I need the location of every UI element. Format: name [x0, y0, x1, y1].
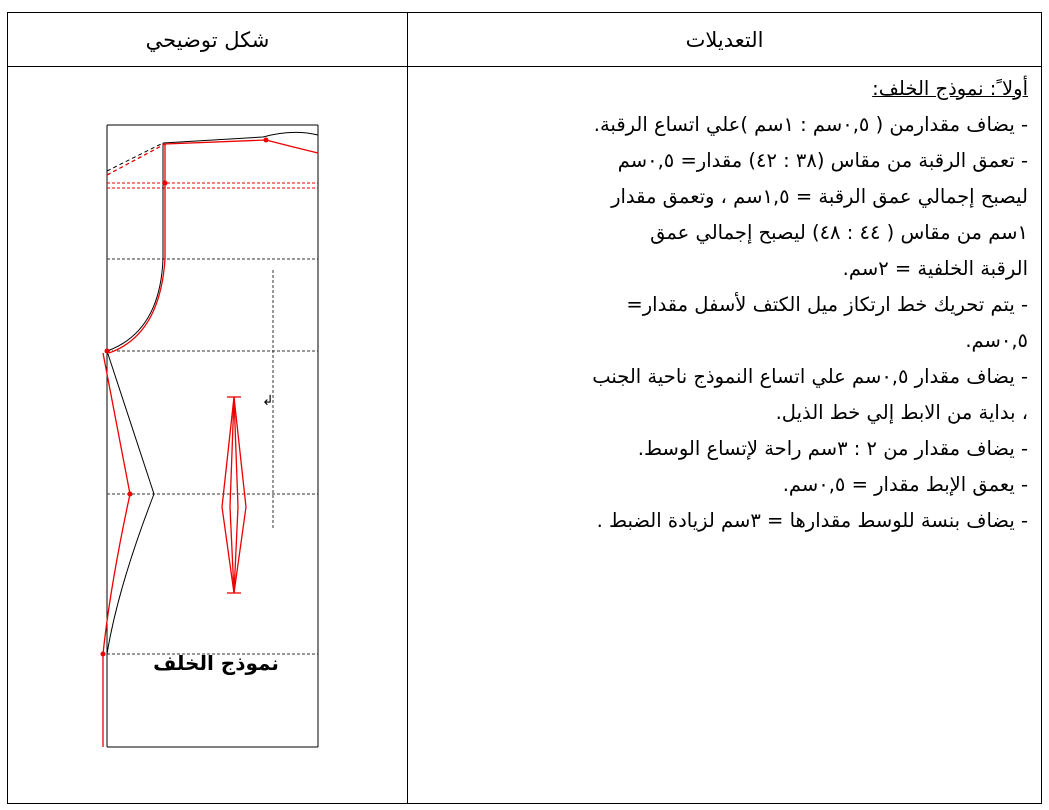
modification-line: ليصبح إجمالي عمق الرقبة = ١,٥سم ، وتعمق … — [611, 185, 1028, 208]
modified-lines — [107, 182, 318, 189]
header-illustration: شكل توضيحي — [145, 27, 270, 52]
modification-line: ٠,٥سم. — [965, 329, 1028, 352]
figure-caption: نموذج الخلف — [153, 651, 279, 675]
section-title: أولا ً: نموذج الخلف: — [872, 77, 1028, 100]
modification-line: ، بداية من الابط إلي خط الذيل. — [775, 401, 1028, 424]
modification-line: الرقبة الخلفية = ٢سم. — [842, 257, 1028, 280]
modification-line: - يضاف مقدارمن ( ٠,٥سم : ١سم )علي اتساع … — [593, 113, 1028, 136]
modification-line: - يعمق الإبط مقدار = ٠,٥سم. — [782, 473, 1028, 496]
header-divider — [8, 66, 1041, 67]
modification-line: - يتم تحريك خط ارتكاز ميل الكتف لأسفل مق… — [626, 293, 1028, 316]
guide-lines — [107, 182, 318, 655]
modifications-text: أولا ً: نموذج الخلف: - يضاف مقدارمن ( ٠,… — [418, 71, 1028, 539]
markers — [100, 137, 269, 657]
modification-line: - يضاف مقدار من ٢ : ٣سم راحة لإتساع الوس… — [637, 437, 1028, 460]
original-outline — [106, 131, 319, 747]
back-pattern-diagram: ↲ — [100, 124, 319, 748]
modified-outline — [102, 139, 319, 747]
modification-line: - تعمق الرقبة من مقاس (٣٨ : ٤٢) مقدار= ٠… — [617, 149, 1028, 172]
header-modifications: التعديلات — [685, 27, 764, 52]
modification-line: - يضاف بنسة للوسط مقدارها = ٣سم لزيادة ا… — [596, 509, 1028, 532]
pattern-frame — [106, 124, 319, 748]
svg-text:↲: ↲ — [262, 393, 274, 409]
modification-line: ١سم من مقاس ( ٤٤ : ٤٨) ليصبح إجمالي عمق — [650, 221, 1028, 244]
column-divider — [407, 13, 408, 803]
modification-line: - يضاف مقدار ٠,٥سم علي اتساع النموذج ناح… — [592, 365, 1028, 388]
modifications-table: شكل توضيحي التعديلات أولا ً: نموذج الخلف… — [7, 12, 1042, 804]
